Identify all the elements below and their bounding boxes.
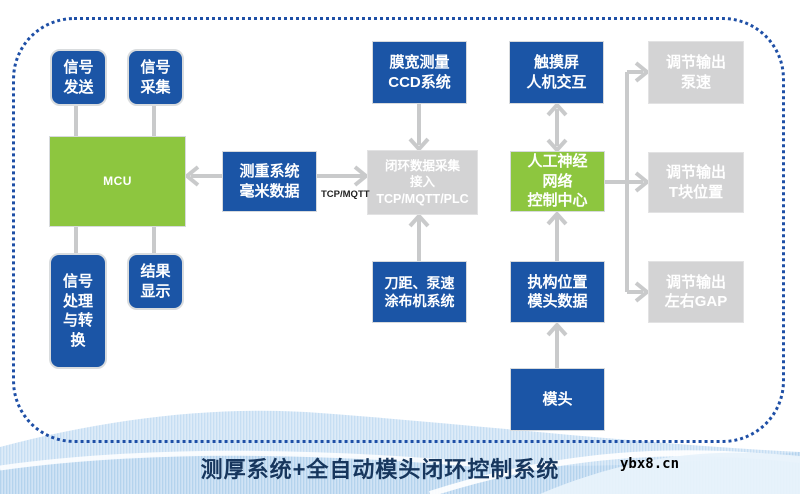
node-die-head: 模头 [510,368,605,431]
node-film-width-ccd: 膜宽测量 CCD系统 [372,41,467,104]
diagram-title: 测厚系统+全自动模头闭环控制系统 [200,457,560,482]
node-signal-process: 信号 处理 与转 换 [49,253,107,369]
node-output-pump-speed: 调节输出 泵速 [648,41,744,104]
node-touch-screen: 触摸屏 人机交互 [509,41,604,104]
node-actuator-position: 执构位置 模头数据 [510,261,605,323]
node-signal-collect: 信号 采集 [127,49,184,106]
node-result-display: 结果 显示 [127,253,184,310]
edge-label-tcp-mqtt: TCP/MQTT [321,189,370,200]
plain-lines [74,70,643,368]
arrowheads [183,61,651,337]
node-ann-control-center: 人工神经 网络 控制中心 [510,151,605,212]
node-mcu: MCU [49,136,186,227]
node-output-lr-gap: 调节输出 左右GAP [648,261,744,323]
node-output-t-block: 调节输出 T块位置 [648,152,744,213]
watermark-text: ybx8.cn [620,456,680,472]
node-knife-pump-coater: 刀距、泵速 涂布机系统 [372,261,467,323]
node-signal-send: 信号 发送 [50,49,107,106]
node-weigh-system: 测重系统 毫米数据 [222,151,317,212]
node-closed-loop-acquisition: 闭环数据采集 接入 TCP/MQTT/PLC [367,150,478,215]
